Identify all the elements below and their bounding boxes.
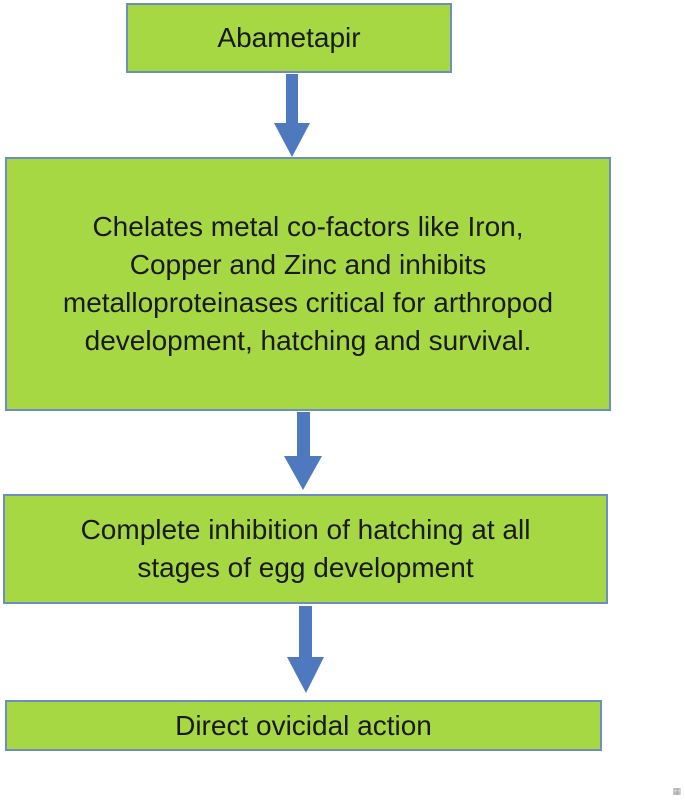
node-mechanism-line: Copper and Zinc and inhibits — [129, 249, 487, 280]
node-hatching-inhibition: Complete inhibition of hatching at all s… — [3, 494, 608, 604]
arrow-abametapir-to-mechanism — [274, 74, 310, 157]
node-mechanism: Chelates metal co-factors like Iron, Cop… — [5, 157, 611, 411]
node-abametapir-label: Abametapir — [217, 22, 361, 53]
node-ovicidal-label: Direct ovicidal action — [175, 709, 432, 741]
node-hatching-line: stages of egg development — [137, 552, 474, 583]
node-mechanism-text: Chelates metal co-factors like Iron, Cop… — [63, 208, 553, 360]
node-abametapir: Abametapir — [126, 3, 452, 73]
corner-mark-icon: ▦ — [672, 787, 681, 797]
arrow-mechanism-to-hatching — [284, 412, 322, 490]
node-mechanism-line: development, hatching and survival. — [84, 325, 532, 356]
node-hatching-line: Complete inhibition of hatching at all — [80, 514, 531, 545]
node-hatching-text: Complete inhibition of hatching at all s… — [81, 511, 531, 587]
node-ovicidal-action: Direct ovicidal action — [5, 700, 602, 751]
node-mechanism-line: Chelates metal co-factors like Iron, — [92, 211, 524, 242]
arrow-hatching-to-ovicidal — [287, 606, 324, 693]
node-mechanism-line: metalloproteinases critical for arthropo… — [62, 287, 554, 318]
